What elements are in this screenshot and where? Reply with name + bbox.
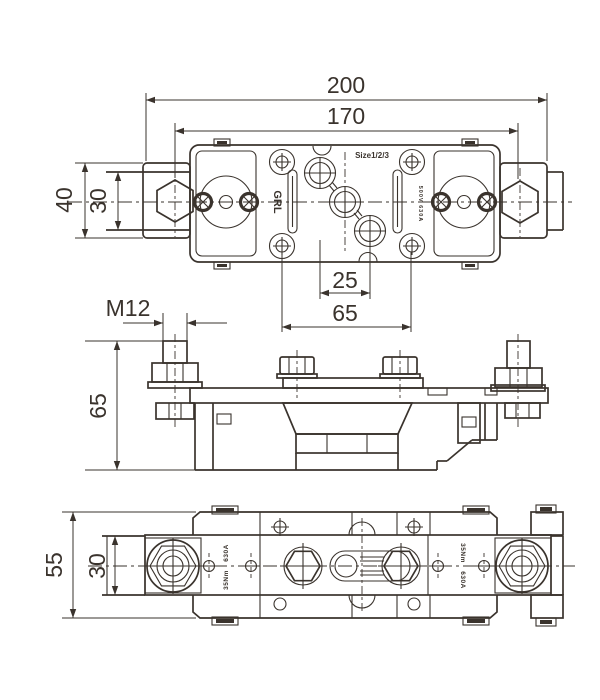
m12-stud-right xyxy=(490,334,546,428)
right-bracket xyxy=(499,162,548,239)
m12-stud-left xyxy=(147,334,203,428)
bottom-strip xyxy=(144,534,552,596)
bottom-view: 55 30 xyxy=(41,504,575,627)
rating-marking-label: 500V 630A xyxy=(417,186,423,223)
size-marking-label: Size1/2/3 xyxy=(355,151,389,160)
dim-thread: M12 xyxy=(106,295,151,321)
fuse-base-body xyxy=(189,144,501,263)
marking-left-top: 630A xyxy=(223,544,230,562)
terminal-bolts xyxy=(276,350,424,399)
dim-stud-spacing: 170 xyxy=(327,103,365,129)
side-view: M12 65 xyxy=(85,295,549,471)
lower-body xyxy=(194,402,498,471)
marking-right-top: 35Nm xyxy=(459,543,466,563)
marking-right-bottom: 630A xyxy=(459,571,466,589)
top-view: 200 170 40 30 xyxy=(51,72,572,332)
dim-overall-height: 55 xyxy=(41,552,67,578)
dim-side-height: 65 xyxy=(85,393,111,419)
dim-bracket-height: 40 xyxy=(51,187,77,213)
center-holes xyxy=(303,156,387,248)
marking-left-bottom: 35Nm xyxy=(223,570,230,590)
left-bracket xyxy=(142,162,191,239)
dim-hole-spacing: 65 xyxy=(332,300,358,326)
dim-overall-width: 200 xyxy=(327,72,365,98)
dim-hole-offset: 25 xyxy=(332,267,358,293)
dim-busbar-height: 30 xyxy=(85,188,111,214)
